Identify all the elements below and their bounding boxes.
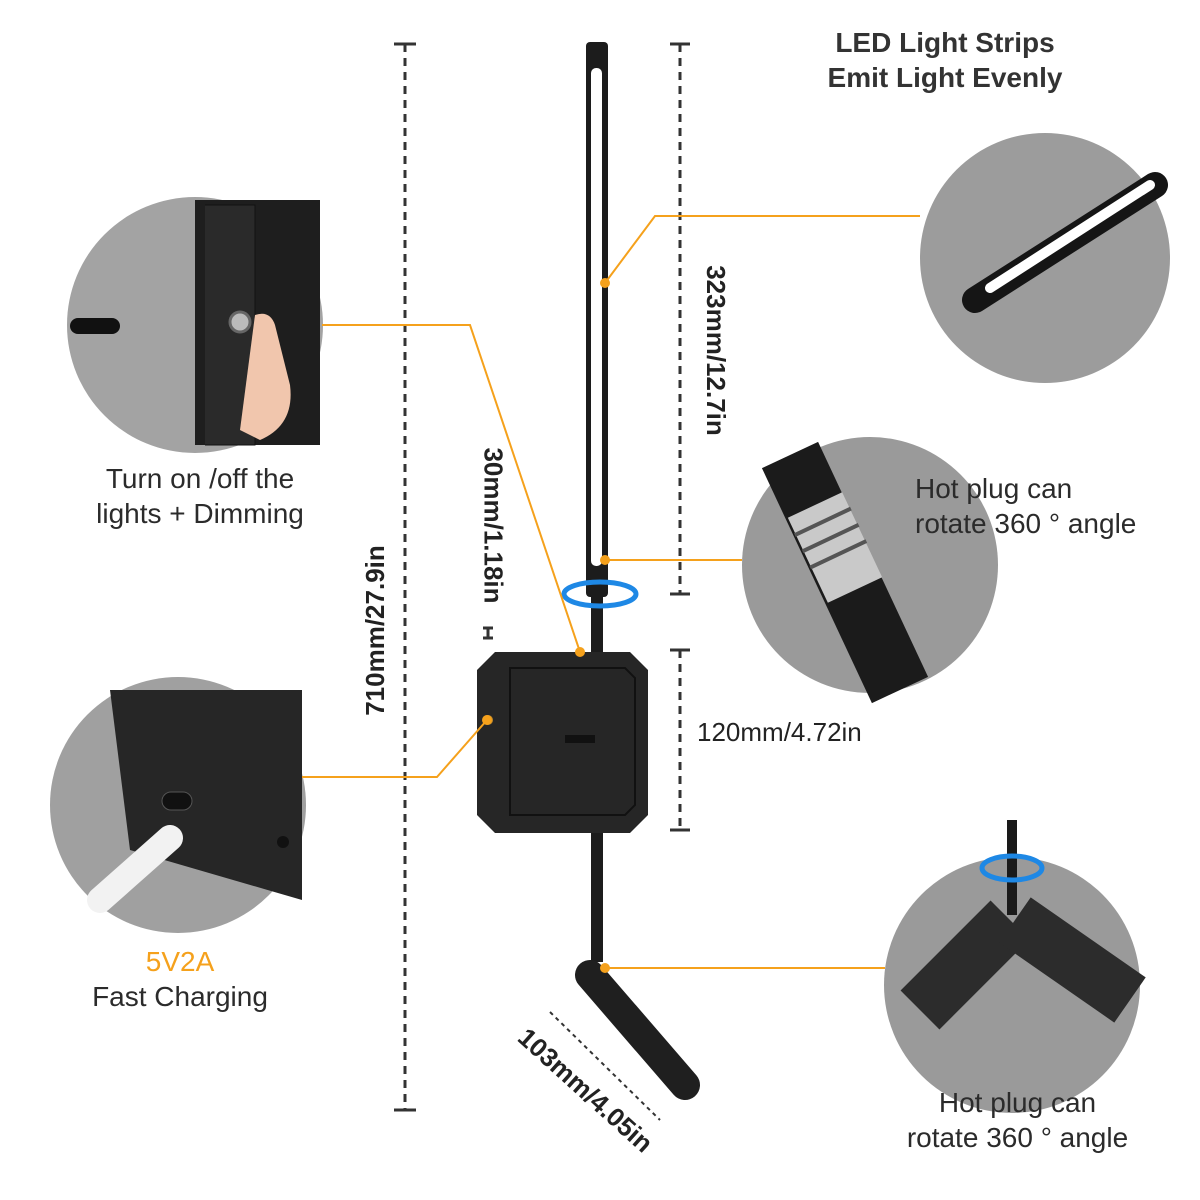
callout-text: Hot plug can: [938, 1087, 1097, 1118]
charging-callout: 5V2A Fast Charging: [60, 944, 300, 1014]
switch-callout: Turn on /off the lights + Dimming: [60, 461, 340, 531]
lamp-illustration: [477, 42, 700, 1100]
callout-text: rotate 360 ° angle: [906, 1122, 1129, 1153]
hot-plug-detail-circle-bottom: [884, 820, 1146, 1113]
plate-height-label: 120mm/4.72in: [697, 717, 862, 747]
callout-text: Emit Light Evenly: [827, 62, 1063, 93]
callout-text: Hot plug can: [915, 473, 1073, 504]
callout-text: Fast Charging: [92, 981, 268, 1012]
charging-spec: 5V2A: [145, 946, 215, 977]
led-strip-callout: LED Light Strips Emit Light Evenly: [810, 25, 1080, 95]
callout-leader-lines: [302, 215, 920, 969]
rod-offset-label: 30mm/1.18in: [478, 447, 509, 604]
callout-text: rotate 360 ° angle: [915, 508, 1137, 539]
strip-length-label: 323mm/12.7in: [700, 265, 731, 436]
charging-detail-circle: [50, 677, 306, 933]
hot-plug-detail-circle-top: [742, 437, 998, 704]
hot-plug-bottom-callout: Hot plug can rotate 360 ° angle: [880, 1085, 1155, 1155]
callout-text: LED Light Strips: [835, 27, 1055, 58]
callout-text: lights + Dimming: [96, 498, 304, 529]
switch-detail-circle: [67, 197, 323, 453]
hot-plug-top-callout: Hot plug can rotate 360 ° angle: [915, 471, 1136, 541]
dimension-lines: [394, 42, 690, 1121]
total-height-label: 710mm/27.9in: [359, 545, 390, 716]
led-strip-detail-circle: [920, 133, 1170, 383]
callout-text: Turn on /off the: [105, 463, 295, 494]
callout-dots: [482, 278, 610, 973]
